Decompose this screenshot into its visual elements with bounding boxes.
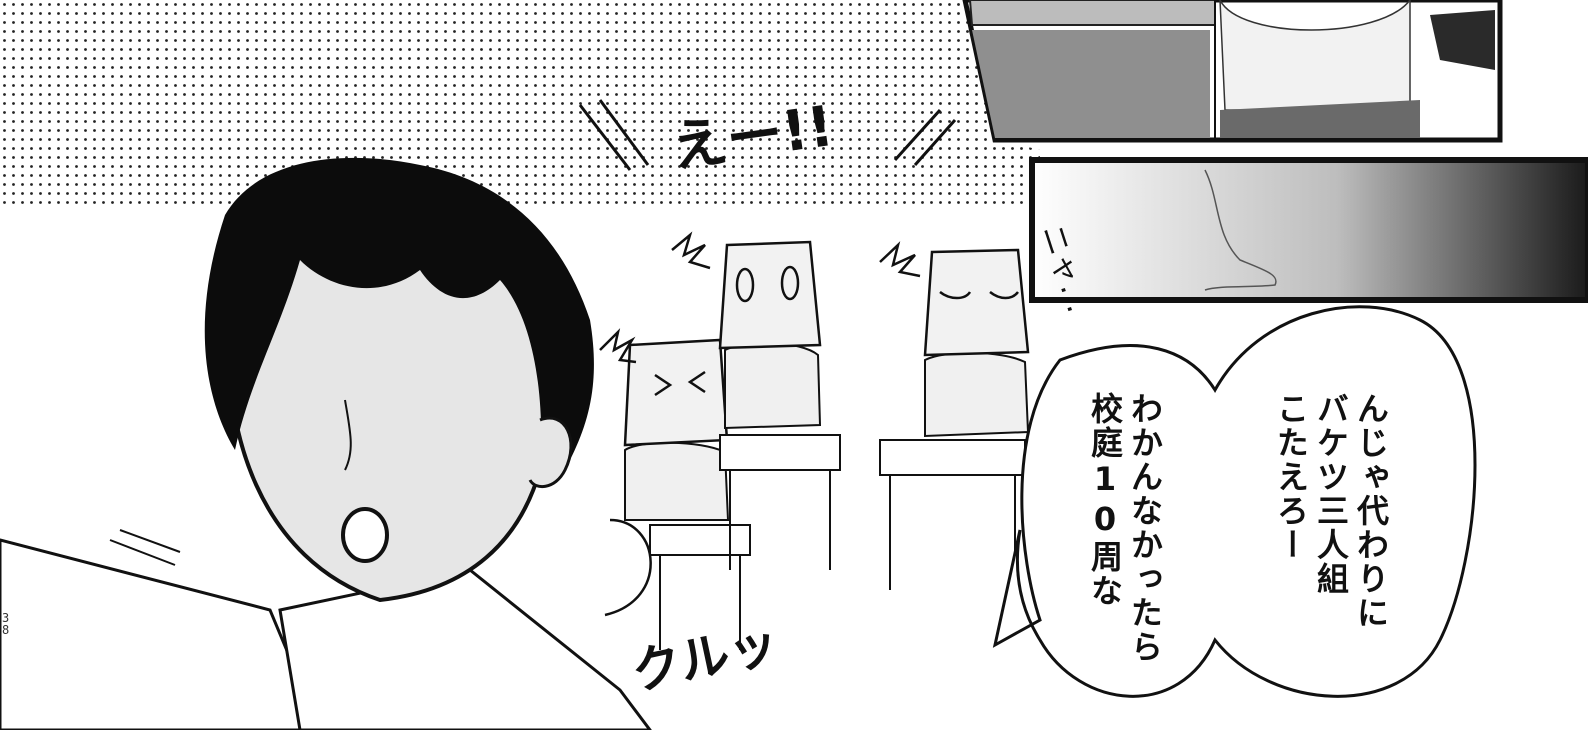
top-right-panel [962,0,1503,143]
student-bucket-left [623,338,751,650]
student-bucket-middle [718,240,841,570]
speech-line-2: バケツ三人組 [1312,392,1350,596]
small-bubble [604,518,652,617]
speech-line-5: 校庭10周な [1086,392,1124,608]
page-number: 38 [2,611,10,637]
shout-lines [578,99,957,171]
alert-marks [599,231,921,364]
motion-lines [109,529,181,566]
screentone-background [0,0,1040,210]
student-bucket-right [879,248,1030,590]
speech-bubble-shape [992,305,1477,698]
speech-line-1: んじゃ代わりに [1352,392,1390,630]
speech-line-3: こたえろー [1272,392,1310,562]
gradient-panel [1029,157,1588,303]
speech-line-4: わかんなかったら [1126,392,1164,664]
main-character [0,157,652,730]
